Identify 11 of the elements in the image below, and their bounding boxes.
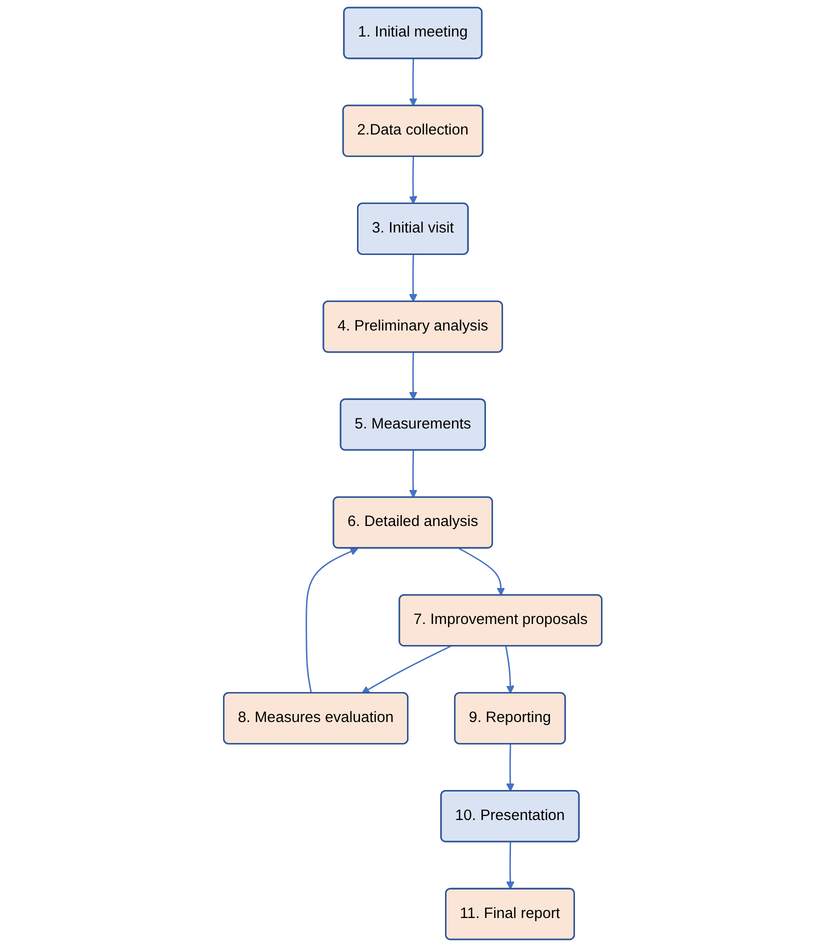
arrow: [408, 156, 418, 204]
arrow: [506, 842, 514, 890]
arrow: [408, 58, 418, 106]
arrow: [408, 352, 418, 400]
arrow: [305, 548, 358, 694]
arrow: [506, 744, 514, 792]
arrow: [408, 450, 418, 498]
arrow: [408, 254, 418, 302]
arrow: [504, 646, 514, 694]
arrow: [361, 646, 451, 694]
arrow: [458, 548, 505, 596]
